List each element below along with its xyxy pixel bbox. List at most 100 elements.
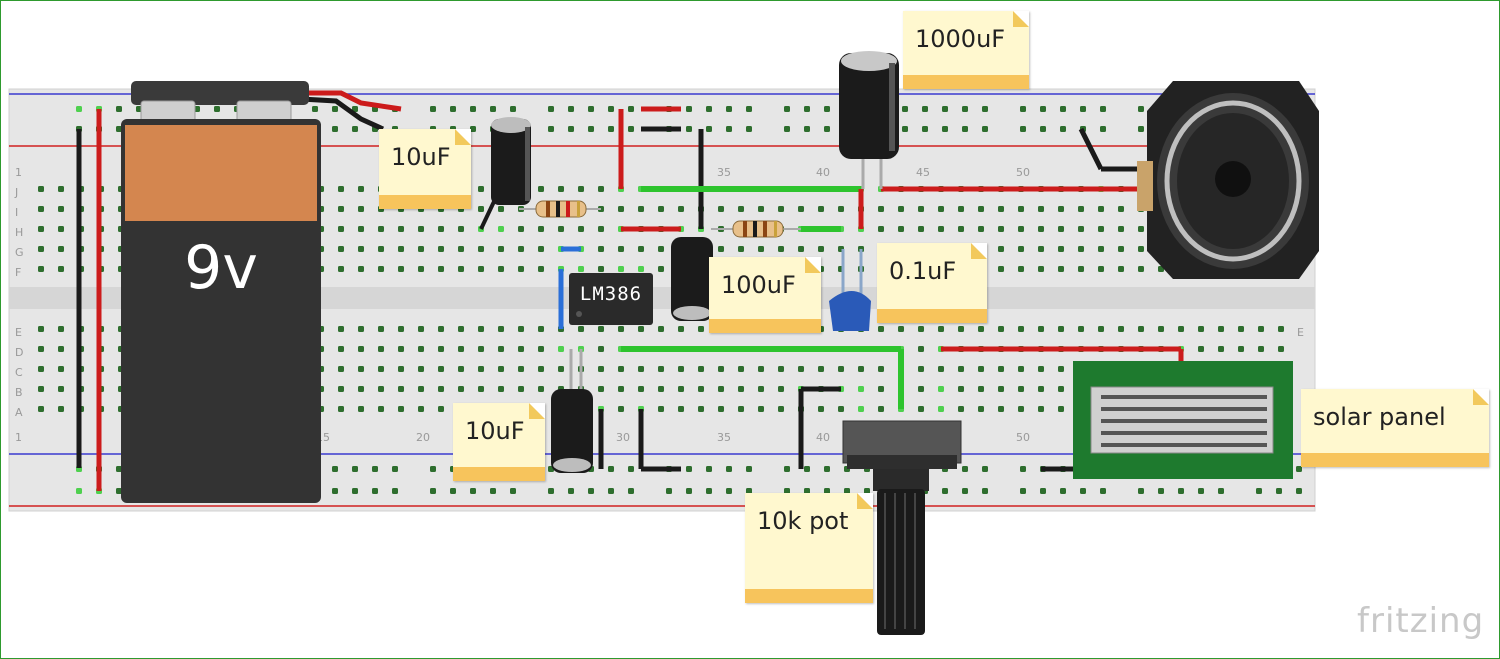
svg-text:F: F [15,266,21,279]
breadboard-hole [746,488,752,494]
breadboard-hole [1058,226,1064,232]
svg-text:50: 50 [1016,166,1030,179]
breadboard-hole [938,366,944,372]
breadboard-hole [332,106,338,112]
breadboard-hole [718,206,724,212]
breadboard-hole [498,266,504,272]
breadboard-hole [998,406,1004,412]
breadboard-hole [726,488,732,494]
breadboard-hole [1018,226,1024,232]
breadboard-hole [418,266,424,272]
breadboard-hole [490,488,496,494]
breadboard-hole [878,206,884,212]
breadboard-hole [1078,206,1084,212]
svg-text:C: C [15,366,23,379]
breadboard-hole [372,488,378,494]
breadboard-hole [398,326,404,332]
breadboard-hole [958,326,964,332]
breadboard-hole [922,106,928,112]
breadboard-hole [58,326,64,332]
breadboard-hole [1118,206,1124,212]
breadboard-hole [76,106,82,112]
breadboard-hole [798,246,804,252]
breadboard-hole [858,406,864,412]
breadboard-hole [618,266,624,272]
breadboard-hole [548,488,554,494]
breadboard-hole [338,406,344,412]
breadboard-hole [758,366,764,372]
breadboard-hole [450,106,456,112]
breadboard-hole [918,346,924,352]
breadboard-hole [878,226,884,232]
breadboard-hole [998,266,1004,272]
breadboard-hole [718,406,724,412]
black-wire-speaker [1078,127,1104,171]
breadboard-hole [804,106,810,112]
breadboard-hole [818,406,824,412]
breadboard-hole [332,126,338,132]
breadboard-hole [818,246,824,252]
breadboard-hole [418,366,424,372]
breadboard-hole [568,488,574,494]
breadboard-hole [38,346,44,352]
breadboard-hole [942,488,948,494]
breadboard-hole [1038,266,1044,272]
breadboard-hole [1138,326,1144,332]
breadboard-hole [1198,488,1204,494]
breadboard-hole [746,126,752,132]
breadboard-hole [878,326,884,332]
breadboard-hole [1138,266,1144,272]
breadboard-hole [628,126,634,132]
breadboard-hole [1060,106,1066,112]
note-01uf-text: 0.1uF [889,257,957,285]
breadboard-hole [58,186,64,192]
breadboard-hole [998,206,1004,212]
breadboard-hole [458,366,464,372]
breadboard-hole [1040,488,1046,494]
breadboard-hole [1296,488,1302,494]
breadboard-hole [498,386,504,392]
breadboard-hole [418,326,424,332]
breadboard-hole [678,406,684,412]
breadboard-hole [498,326,504,332]
breadboard-hole [478,366,484,372]
speaker [1137,81,1319,279]
breadboard-hole [658,386,664,392]
breadboard-hole [498,206,504,212]
capacitor-01uf [829,249,871,331]
breadboard-hole [784,126,790,132]
resistor-1 [519,200,601,218]
breadboard-hole [438,346,444,352]
breadboard-hole [398,346,404,352]
breadboard-hole [998,386,1004,392]
breadboard-hole [706,106,712,112]
breadboard-hole [518,366,524,372]
breadboard-hole [902,126,908,132]
breadboard-hole [1178,488,1184,494]
breadboard-hole [878,386,884,392]
breadboard-hole [450,488,456,494]
breadboard-hole [698,406,704,412]
breadboard-hole [738,406,744,412]
breadboard-hole [838,406,844,412]
breadboard-hole [438,246,444,252]
breadboard-hole [338,386,344,392]
breadboard-hole [1020,466,1026,472]
breadboard-hole [398,226,404,232]
breadboard-hole [598,266,604,272]
breadboard-hole [898,226,904,232]
breadboard-hole [686,106,692,112]
breadboard-hole [510,106,516,112]
breadboard-hole [1018,206,1024,212]
breadboard-hole [548,106,554,112]
breadboard-hole [470,106,476,112]
breadboard-hole [618,246,624,252]
breadboard-hole [378,366,384,372]
breadboard-hole [1060,126,1066,132]
breadboard-hole [938,226,944,232]
breadboard-hole [918,226,924,232]
breadboard-hole [1118,226,1124,232]
breadboard-hole [538,186,544,192]
svg-text:30: 30 [616,431,630,444]
breadboard-hole [598,386,604,392]
